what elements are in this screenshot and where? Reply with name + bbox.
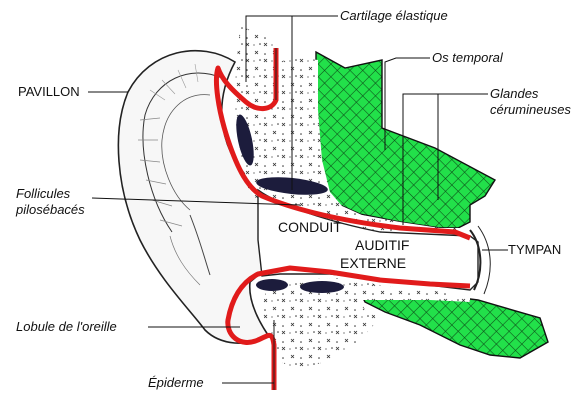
label-pavillon: PAVILLON (18, 84, 80, 99)
temporal-bone-upper (316, 52, 495, 228)
label-follicules-1: Follicules (16, 186, 71, 201)
label-epiderme: Épiderme (148, 375, 204, 390)
gland-lower-right (300, 281, 344, 293)
label-externe: EXTERNE (340, 255, 406, 271)
label-lobule: Lobule de l'oreille (16, 319, 117, 334)
label-auditif: AUDITIF (355, 237, 409, 253)
label-tympan: TYMPAN (508, 242, 561, 257)
label-glandes-2: cérumineuses (490, 102, 571, 117)
label-glandes-1: Glandes (490, 86, 539, 101)
gland-lower-left (256, 279, 288, 291)
label-os-temporal: Os temporal (432, 50, 504, 65)
label-conduit: CONDUIT (278, 219, 342, 235)
label-cartilage: Cartilage élastique (340, 8, 448, 23)
temporal-bone-lower (360, 292, 548, 358)
label-follicules-2: pilosébacés (15, 202, 85, 217)
